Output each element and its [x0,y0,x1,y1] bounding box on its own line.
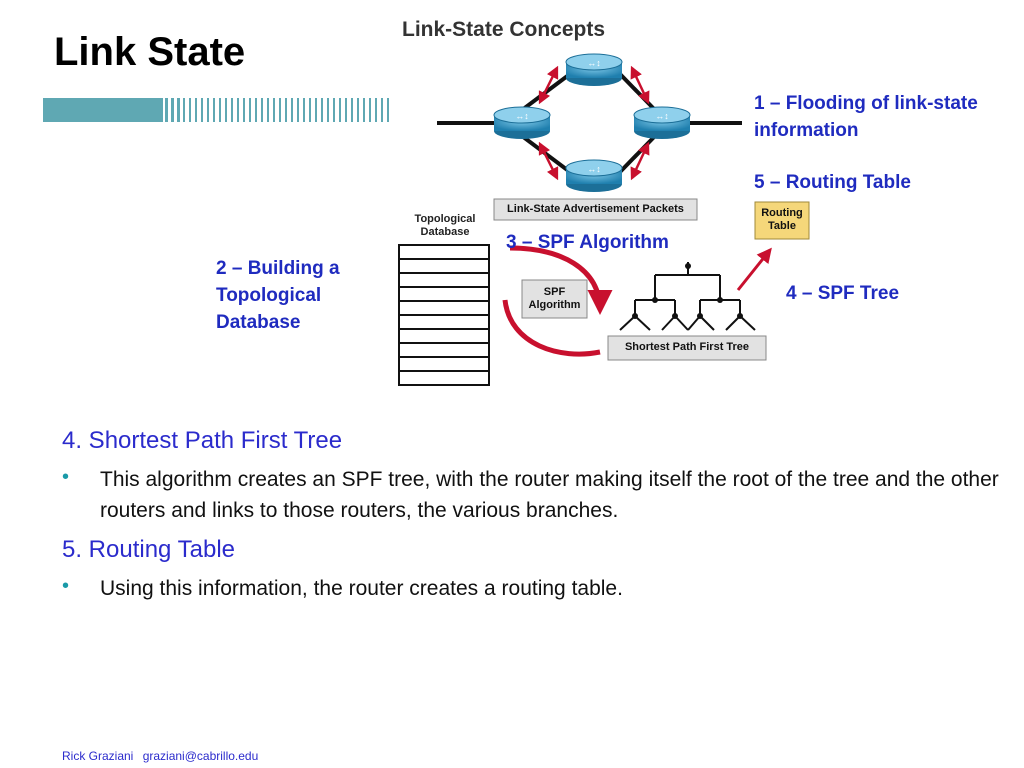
flood-arrow [538,65,559,105]
router-icon: ↔↕ [633,106,691,139]
router-icon: ↔↕ [493,106,551,139]
routing-table-box [754,201,810,240]
callout-building-database: 2 – Building a Topological Database [216,258,340,333]
diagram-title: Link-State Concepts [402,18,606,41]
curve-arrow [509,245,613,315]
callout-flooding: 1 – Flooding of link-state information [754,93,978,141]
footer-email: graziani@cabrillo.edu [142,749,259,763]
flood-arrow [630,141,650,181]
bullet-icon: • [62,575,70,597]
svg-text:↔↕: ↔↕ [587,164,601,174]
callout-spf-tree: 4 – SPF Tree [786,283,900,304]
svg-text:↔↕: ↔↕ [655,111,669,121]
spf-algorithm-label: SPF Algorithm [528,286,581,311]
footer: Rick Graziani graziani@cabrillo.edu [62,749,264,763]
routing-table-label: Routing Table [761,207,803,232]
slide-title: Link State [54,30,246,74]
svg-text:↔↕: ↔↕ [515,111,529,121]
flood-arrow [630,65,650,105]
link-state-diagram: ↔↕ ↔↕ ↔↕ ↔↕ [398,53,810,386]
section-heading-spf-tree: 4. Shortest Path First Tree [62,427,343,454]
topological-database-table [398,244,490,386]
router-icon: ↔↕ [565,53,623,86]
callout-routing-table: 5 – Routing Table [754,172,911,193]
topological-database-label: Topological Database [414,213,476,238]
bullet-icon: • [62,466,70,488]
footer-author: Rick Graziani [62,749,134,763]
spt-label: Shortest Path First Tree [624,341,750,353]
flood-arrow [538,141,559,181]
bullet-text: Using this information, the router creat… [100,577,623,600]
svg-text:↔↕: ↔↕ [587,58,601,68]
bullet-text: This algorithm creates an SPF tree, with… [100,468,999,522]
network-links [437,72,742,174]
decorative-bar [43,98,389,122]
spt-box [607,335,767,361]
router-icon: ↔↕ [565,159,623,192]
to-routing-table-arrow [736,247,772,291]
lsa-packets-label: Link-State Advertisement Packets [507,203,684,215]
spf-algorithm-box [521,279,588,319]
callout-spf-algorithm: 3 – SPF Algorithm [506,232,669,253]
section-heading-routing-table: 5. Routing Table [62,536,236,563]
curve-arrow [502,299,601,357]
spf-tree [619,262,756,331]
lsa-packets-box [493,198,698,221]
